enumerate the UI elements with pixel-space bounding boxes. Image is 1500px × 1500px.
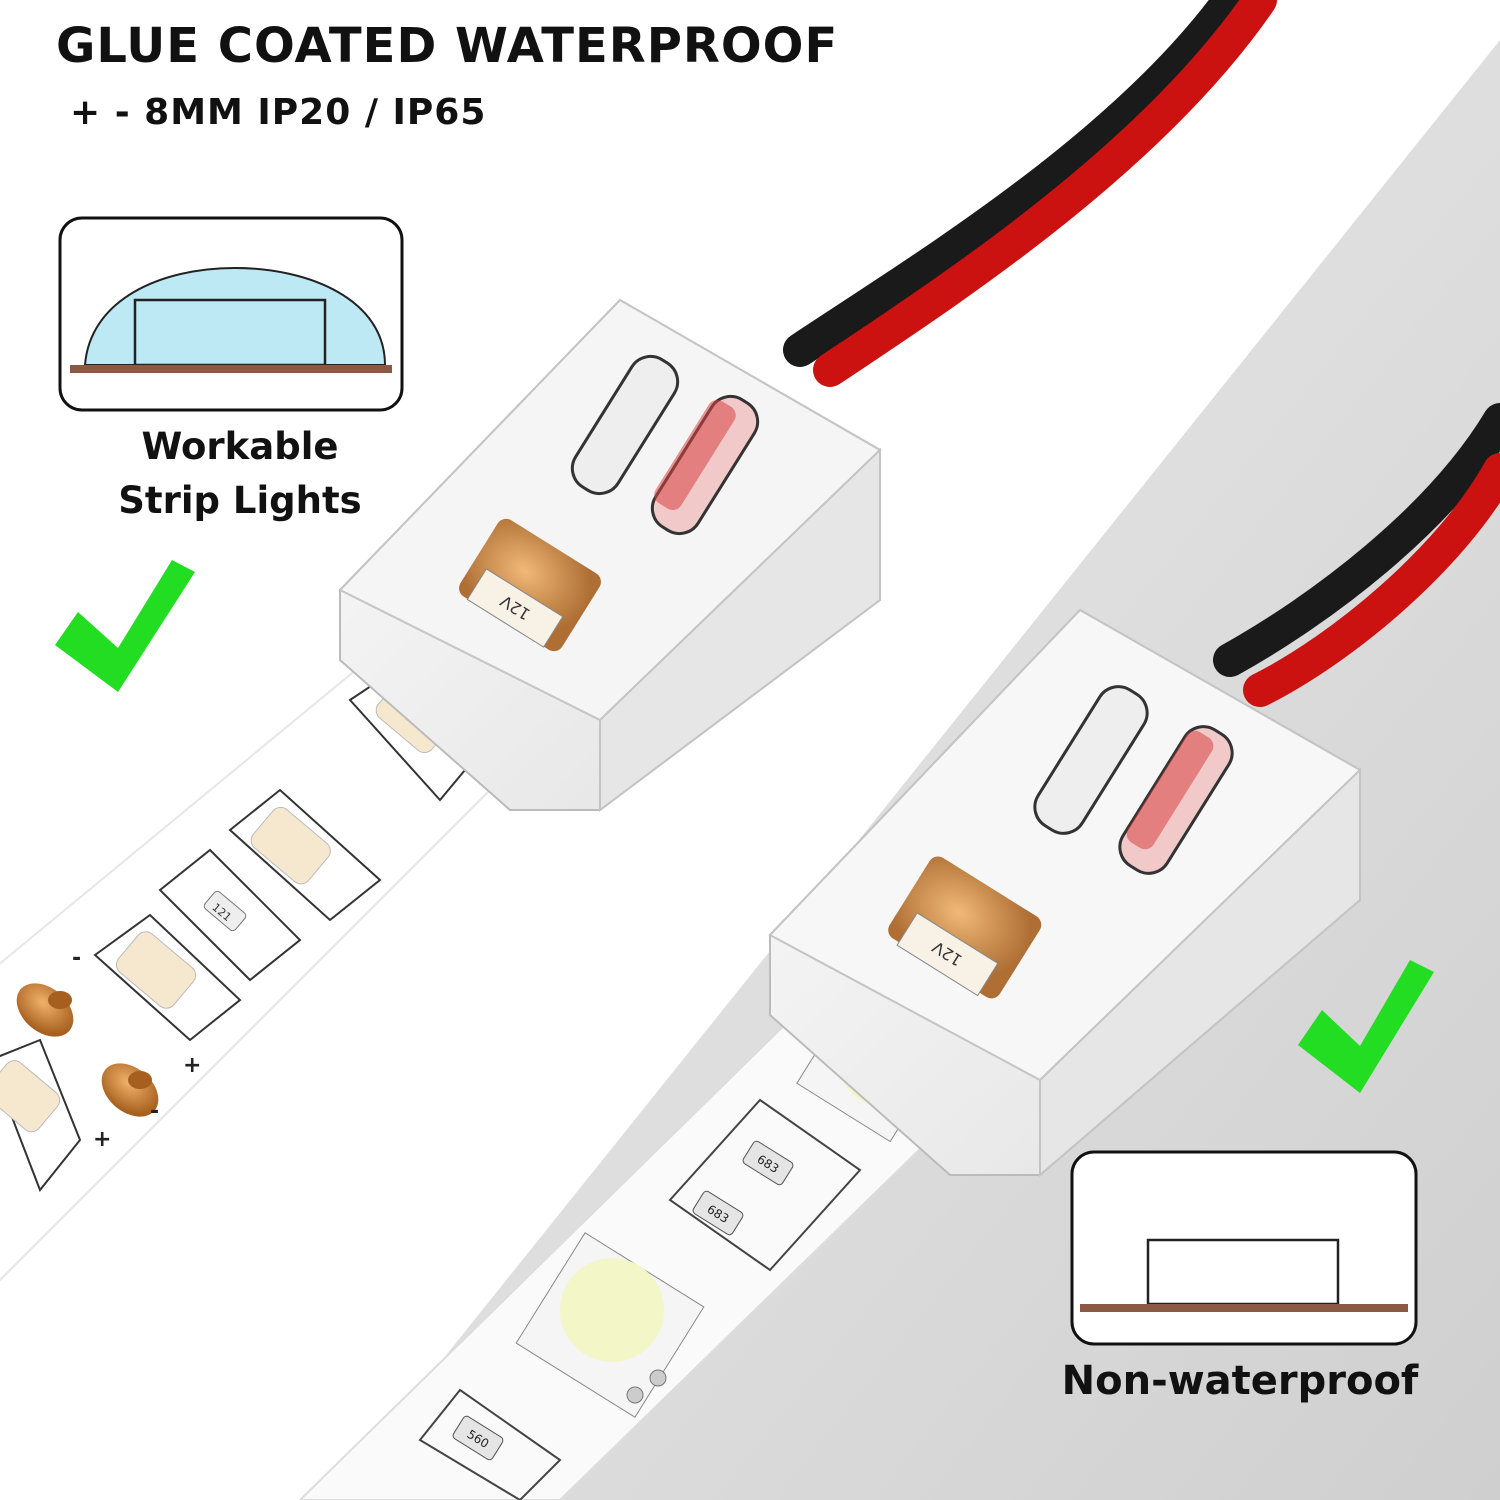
led-chip [515,1232,705,1418]
polarity-plus: + [93,1127,111,1152]
copper-contact: 12V [888,856,1042,999]
non-waterproof-label: Non-waterproof [1061,1358,1419,1404]
polarity-plus: + [183,1053,201,1078]
glue-dome [83,266,387,366]
wire-top [783,0,1277,387]
workable-label-line1: Workable [141,425,339,468]
wire-bottom [1213,403,1500,707]
polarity-minus: - [72,946,81,971]
led-chip [228,788,382,922]
led-chip [0,1038,82,1192]
non-waterproof-diagram-box [1070,1150,1418,1346]
workable-label: Workable Strip Lights [60,420,420,528]
base-line [70,365,392,373]
check-icon [55,560,195,692]
workable-label-line2: Strip Lights [118,479,362,522]
resistor-block: 560 [418,1388,562,1500]
clear-connector-bottom: 12V [768,608,1362,1178]
page-subtitle: + - 8MM IP20 / IP65 [70,92,487,133]
background-diagonal [330,40,1500,1500]
waterproof-diagram-box [58,216,404,412]
page-title: GLUE COATED WATERPROOF [56,18,839,74]
copper-solder-pads [16,983,159,1117]
polarity-minus: - [150,1099,159,1124]
check-icon [1298,960,1434,1093]
base-line [1080,1304,1408,1312]
resistor-block: 683 683 [668,1098,862,1272]
copper-contact: 12V [459,518,601,652]
clear-connector-top: 12V [338,298,882,812]
led-chip [93,913,242,1042]
